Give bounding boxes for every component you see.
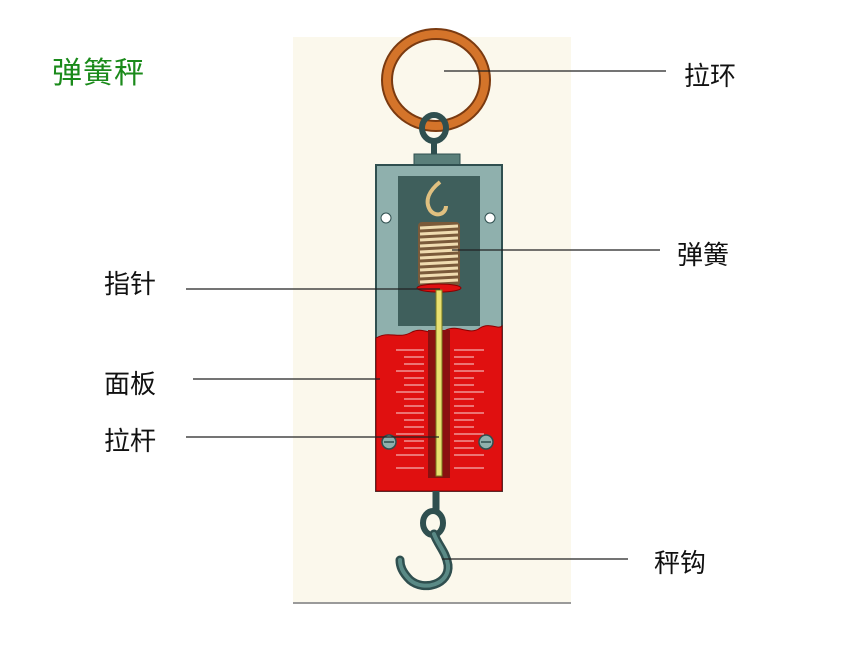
pull-rod: [435, 289, 443, 477]
label-panel: 面板: [104, 370, 157, 400]
label-pointer: 指针: [104, 270, 157, 300]
label-ring: 拉环: [684, 62, 737, 92]
pull-ring: [381, 28, 491, 132]
leader-lines: [186, 70, 666, 560]
diagram-title: 弹簧秤: [52, 56, 145, 91]
bottom-hook: [395, 491, 453, 591]
label-rod: 拉杆: [104, 427, 157, 457]
upper-link: [419, 112, 449, 156]
spring-coils: [418, 222, 460, 286]
label-spring: 弹簧: [677, 241, 730, 271]
panel-screws: [381, 434, 494, 450]
spring-top-hook: [425, 180, 448, 217]
label-hook: 秤钩: [654, 549, 707, 579]
